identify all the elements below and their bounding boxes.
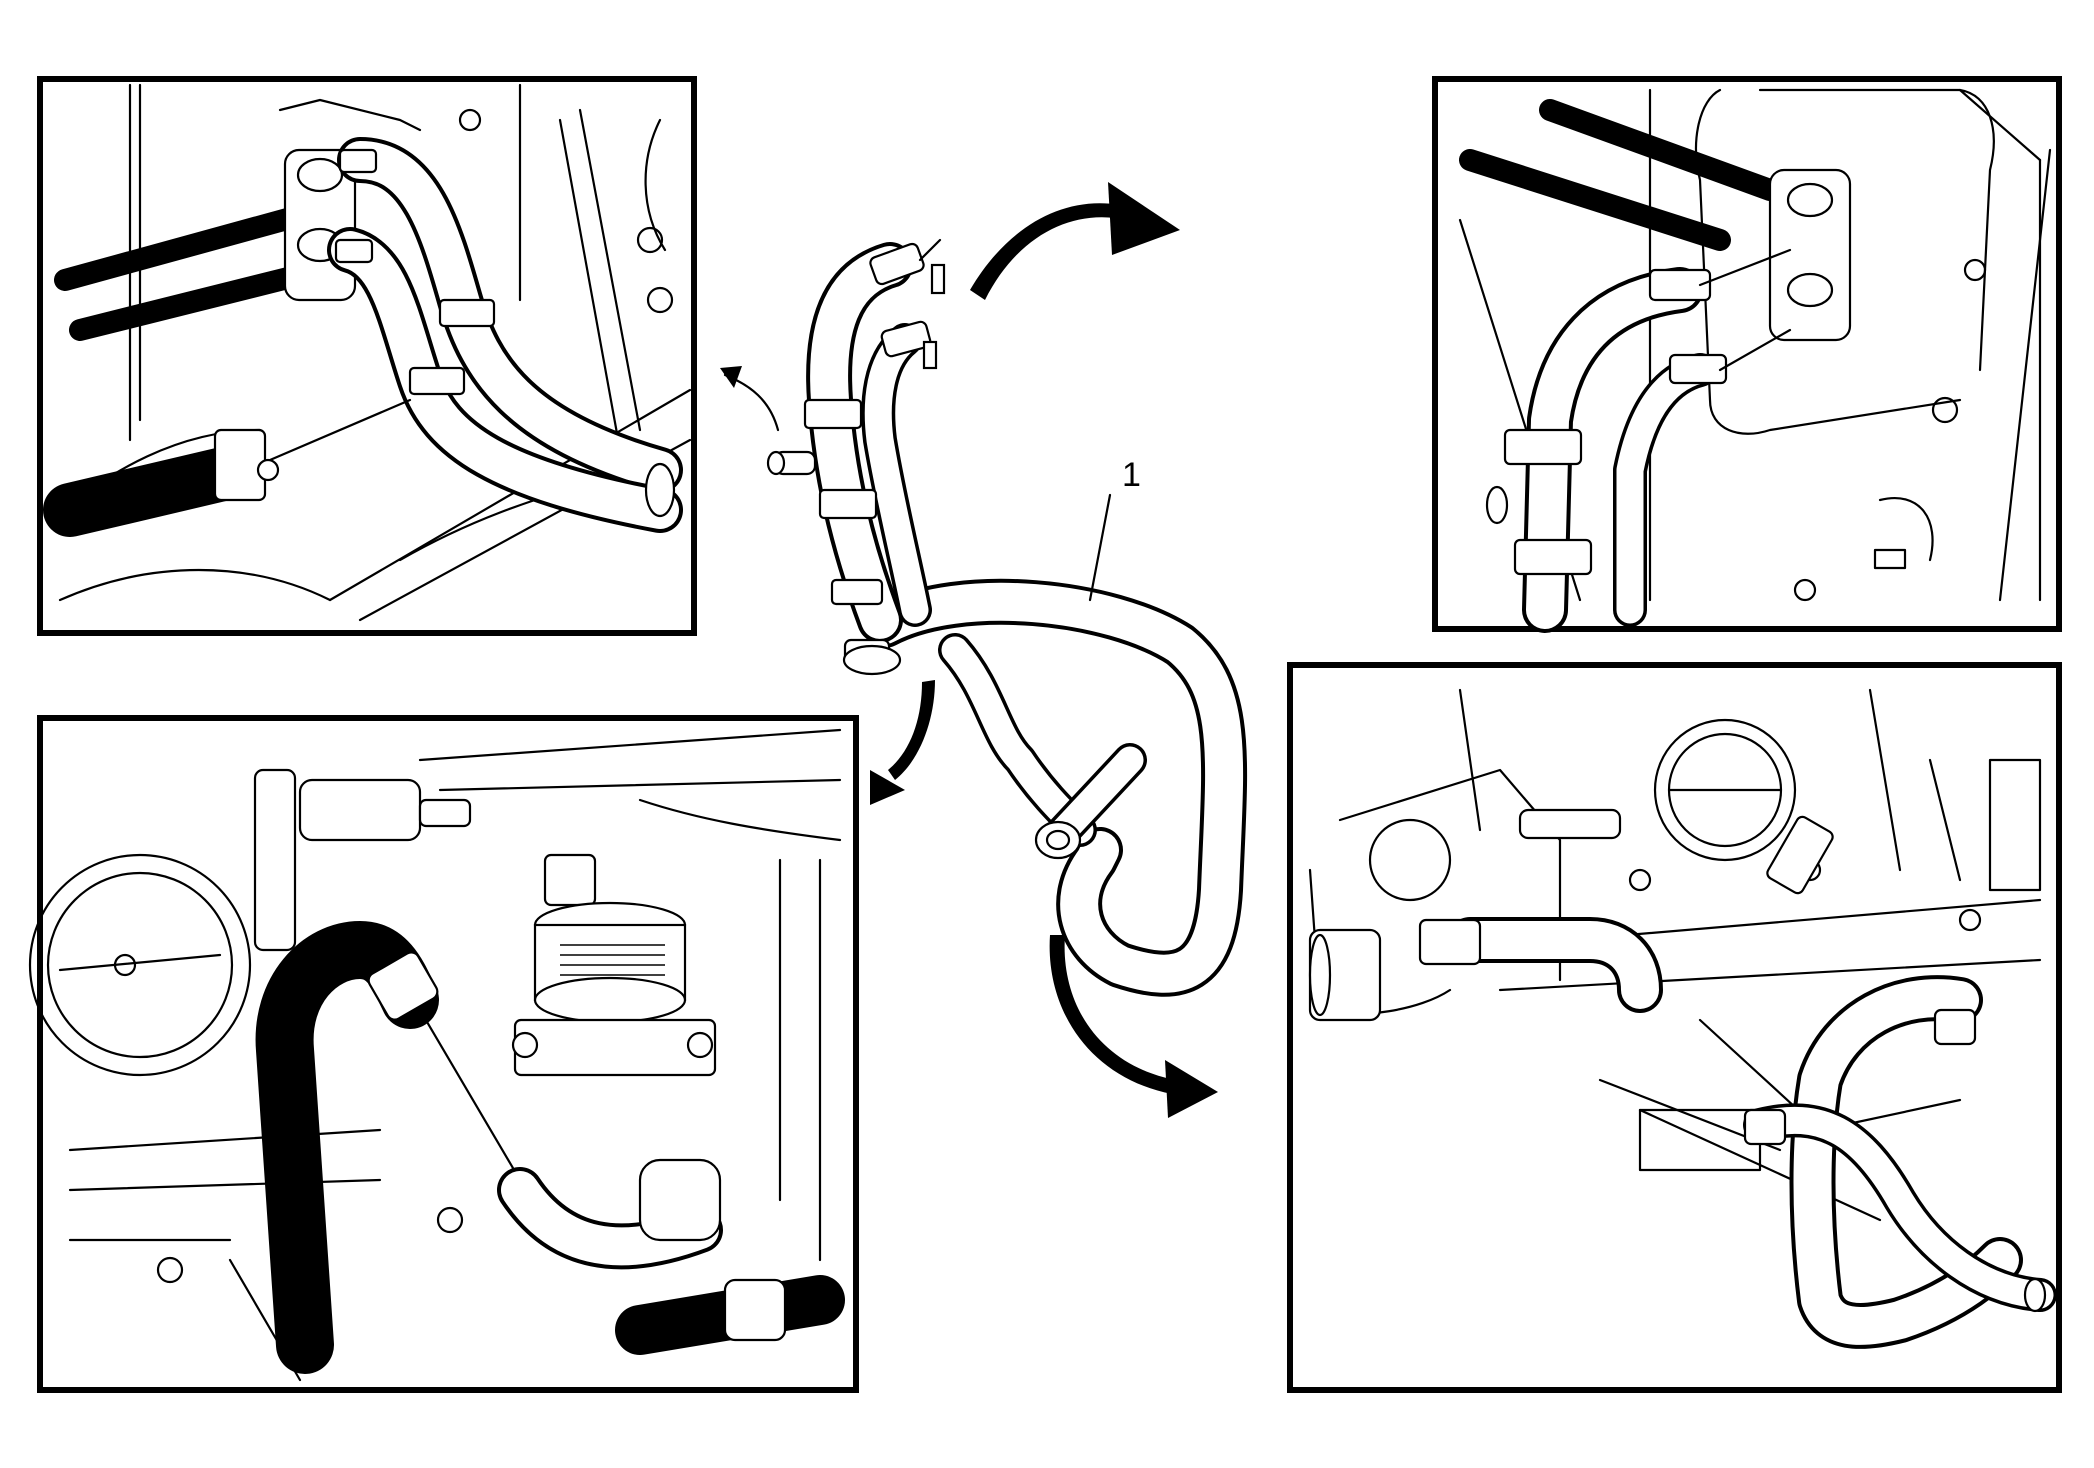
inset-bottom-right — [1287, 662, 2062, 1393]
heater-hose-assembly: 1 — [766, 238, 1248, 997]
hose-clamp-upper-2 — [880, 320, 938, 370]
egr-valve — [511, 853, 717, 1077]
callout-number: 1 — [1122, 456, 1141, 494]
arrow-to-bottom-right — [1049, 935, 1218, 1118]
inset-top-left — [37, 76, 697, 636]
arrow-to-top-left — [720, 366, 780, 432]
hose-clamp-upper-1 — [869, 238, 946, 295]
inset-bottom-left — [28, 715, 859, 1393]
arrow-to-bottom-left — [870, 680, 935, 805]
arrow-to-top-right — [970, 182, 1180, 300]
inset-top-right — [1432, 76, 2062, 633]
